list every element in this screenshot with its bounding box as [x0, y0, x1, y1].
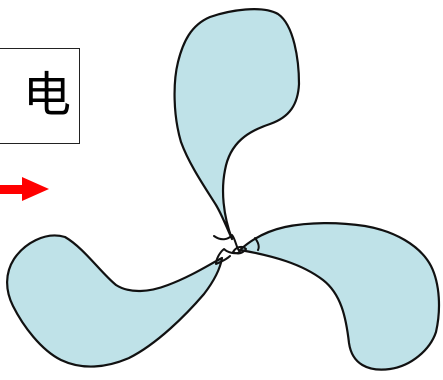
blade-top [173, 8, 301, 241]
right-arrow-icon [0, 177, 49, 201]
hub-detail-2 [232, 245, 247, 255]
hub-detail [213, 234, 241, 265]
blade-left [6, 234, 224, 368]
arrow-head [22, 177, 49, 201]
hub-detail-3 [254, 237, 260, 251]
blade-right [238, 222, 441, 371]
label-box: 电 [0, 48, 80, 144]
label-text: 电 [22, 67, 71, 123]
arrow-shaft [0, 185, 22, 194]
